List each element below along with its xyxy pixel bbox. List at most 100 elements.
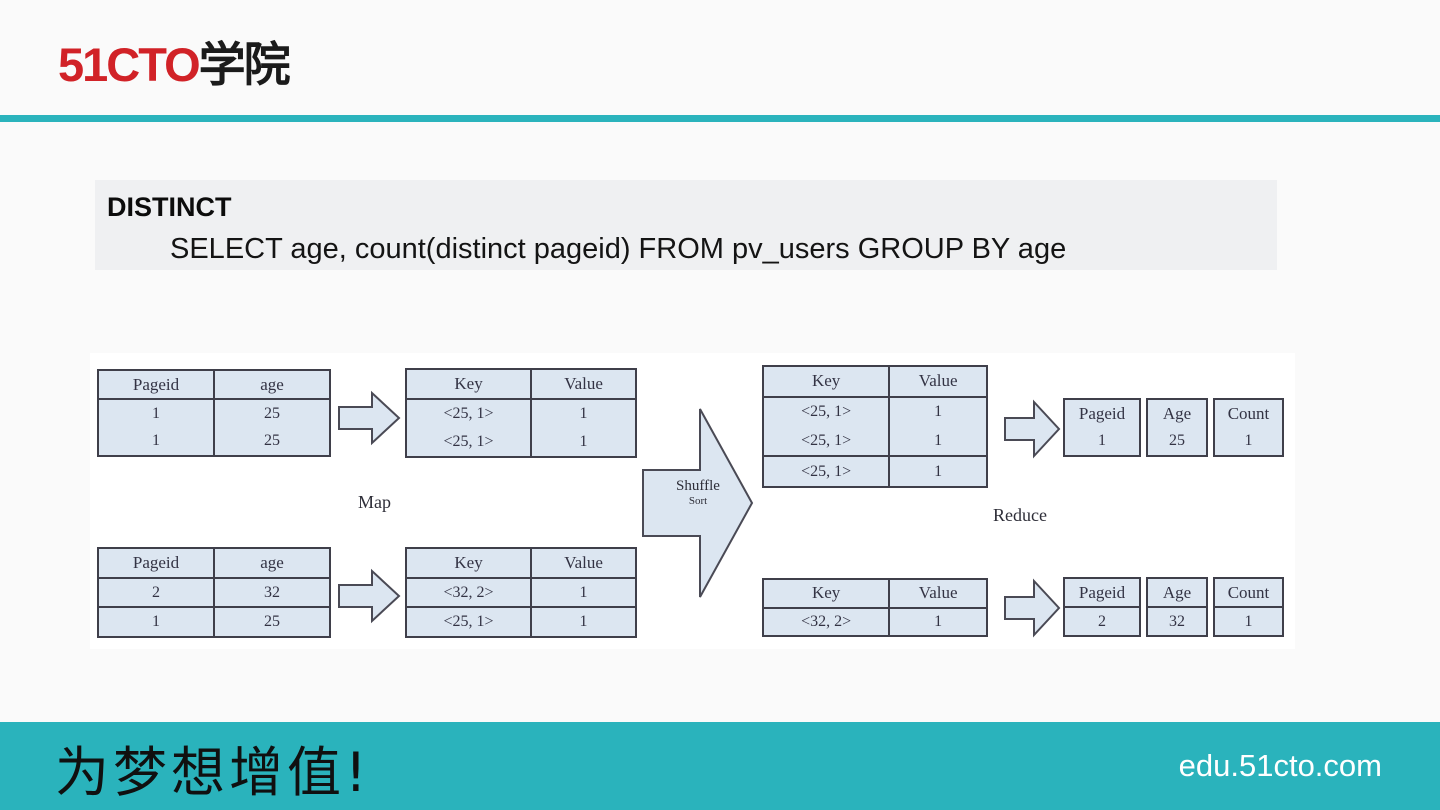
table-row: <25, 1> 1 — [764, 426, 986, 456]
data-cell: <25, 1> — [443, 433, 494, 450]
reduce-arrow-top-icon — [1004, 399, 1061, 459]
footer-bar — [0, 722, 1440, 810]
data-cell: 1 — [1244, 432, 1253, 450]
map-arrow-bottom-icon — [338, 568, 401, 624]
reduce-output-table-bottom: Pageid 2 Age 32 Count 1 — [1063, 577, 1284, 637]
data-cell: <32, 2> — [801, 612, 852, 630]
data-cell: 25 — [1169, 432, 1185, 450]
data-cell: 1 — [888, 457, 986, 486]
data-cell: 1 — [530, 578, 635, 607]
header-cell: Key — [454, 552, 483, 572]
header-cell: Count — [1227, 403, 1270, 423]
logo-academy-text: 学院 — [198, 38, 291, 91]
shuffle-sort-arrow-icon — [642, 408, 754, 598]
data-cell: 25 — [213, 608, 329, 637]
table-row: <25, 1> 1 — [407, 606, 635, 637]
input-table-bottom: Pageid age 2 32 1 25 — [97, 547, 331, 638]
table-row: <25, 1> 1 — [407, 400, 635, 428]
data-cell: 2 — [152, 583, 160, 601]
data-cell: 1 — [888, 426, 986, 456]
table-row: <32, 2> 1 — [764, 608, 986, 635]
table-header-row: Pageid age — [99, 549, 329, 579]
header-cell: Age — [1162, 403, 1192, 423]
result-column: Count 1 — [1213, 577, 1284, 637]
reduce-output-table-top: Pageid 1 Age 25 Count 1 — [1063, 398, 1284, 457]
logo-51cto-text: 51CTO — [58, 38, 201, 91]
header-cell: Value — [888, 580, 986, 607]
header-cell: Pageid — [1065, 579, 1139, 608]
data-cell: <25, 1> — [443, 613, 494, 631]
header-cell: Pageid — [1078, 403, 1126, 423]
shuffle-sort-label: Shuffle Sort — [642, 478, 754, 508]
data-cell: 1 — [152, 613, 160, 631]
data-cell: 1 — [1098, 432, 1106, 450]
data-cell: 32 — [1169, 612, 1185, 630]
header-divider — [0, 115, 1440, 122]
data-cell: 1 — [888, 397, 986, 427]
result-column: Pageid 2 — [1063, 577, 1141, 637]
data-cell: 1 — [888, 608, 986, 635]
table-row: 1 25 — [99, 427, 329, 455]
data-cell: 1 — [530, 400, 635, 428]
header-cell: Pageid — [132, 374, 180, 394]
result-column: Pageid 1 — [1063, 398, 1141, 457]
table-header-row: Key Value — [407, 549, 635, 579]
data-cell: <32, 2> — [443, 583, 494, 601]
result-column: Age 25 — [1146, 398, 1208, 457]
data-cell: <25, 1> — [443, 405, 494, 422]
shuffle-label: Shuffle — [676, 478, 720, 494]
map-stage-label: Map — [358, 492, 391, 512]
map-output-table-top: Key Value <25, 1> 1 <25, 1> 1 — [405, 368, 637, 458]
header-cell: Key — [454, 374, 483, 393]
table-header-row: Key Value — [407, 370, 635, 400]
header-cell: Age — [1148, 579, 1206, 608]
map-arrow-top-icon — [338, 390, 401, 446]
data-cell: 25 — [213, 400, 329, 428]
table-row: <25, 1> 1 — [764, 397, 986, 427]
reduce-arrow-bottom-icon — [1004, 578, 1061, 638]
table-row: 1 25 — [99, 606, 329, 637]
data-cell: 32 — [213, 578, 329, 607]
data-cell: 1 — [152, 404, 160, 422]
data-cell: <25, 1> — [801, 431, 852, 449]
header-cell: age — [213, 549, 329, 577]
header-cell: Value — [530, 370, 635, 398]
table-header-row: Key Value — [764, 580, 986, 609]
footer-slogan: 为梦想增值! — [55, 741, 371, 804]
table-row: <25, 1> 1 — [407, 428, 635, 456]
result-column: Count 1 — [1213, 398, 1284, 457]
header-cell: Key — [811, 371, 841, 391]
logo: 51CTO学院 — [58, 26, 291, 95]
header-cell: Key — [811, 583, 841, 603]
statement-title: DISTINCT — [107, 192, 232, 222]
header-cell: Value — [888, 367, 986, 396]
table-row: 2 32 — [99, 578, 329, 607]
shuffle-output-table-bottom: Key Value <32, 2> 1 — [762, 578, 988, 637]
table-header-row: Key Value — [764, 367, 986, 398]
data-cell: 1 — [1244, 612, 1253, 630]
statement-box — [95, 180, 1277, 270]
reduce-stage-label: Reduce — [993, 505, 1047, 525]
data-cell: <25, 1> — [801, 462, 852, 480]
table-header-row: Pageid age — [99, 371, 329, 401]
sql-query-text: SELECT age, count(distinct pageid) FROM … — [170, 233, 1067, 265]
data-cell: 1 — [152, 432, 160, 450]
data-cell: 1 — [530, 608, 635, 637]
data-cell: 25 — [213, 427, 329, 455]
footer-website: edu.51cto.com — [1178, 748, 1382, 783]
data-cell: <25, 1> — [801, 403, 852, 421]
table-row: <32, 2> 1 — [407, 578, 635, 607]
table-row: <25, 1> 1 — [764, 455, 986, 486]
shuffle-output-table-top: Key Value <25, 1> 1 <25, 1> 1 <25, 1> 1 — [762, 365, 988, 488]
header-cell: Pageid — [132, 552, 180, 572]
sort-label: Sort — [688, 495, 708, 508]
data-cell: 2 — [1098, 612, 1106, 630]
header-cell: age — [213, 371, 329, 399]
table-row: 1 25 — [99, 400, 329, 428]
data-cell: 1 — [530, 428, 635, 456]
result-column: Age 32 — [1146, 577, 1208, 637]
header-cell: Count — [1215, 579, 1282, 608]
map-output-table-bottom: Key Value <32, 2> 1 <25, 1> 1 — [405, 547, 637, 638]
input-table-top: Pageid age 1 25 1 25 — [97, 369, 331, 457]
header-cell: Value — [530, 549, 635, 577]
